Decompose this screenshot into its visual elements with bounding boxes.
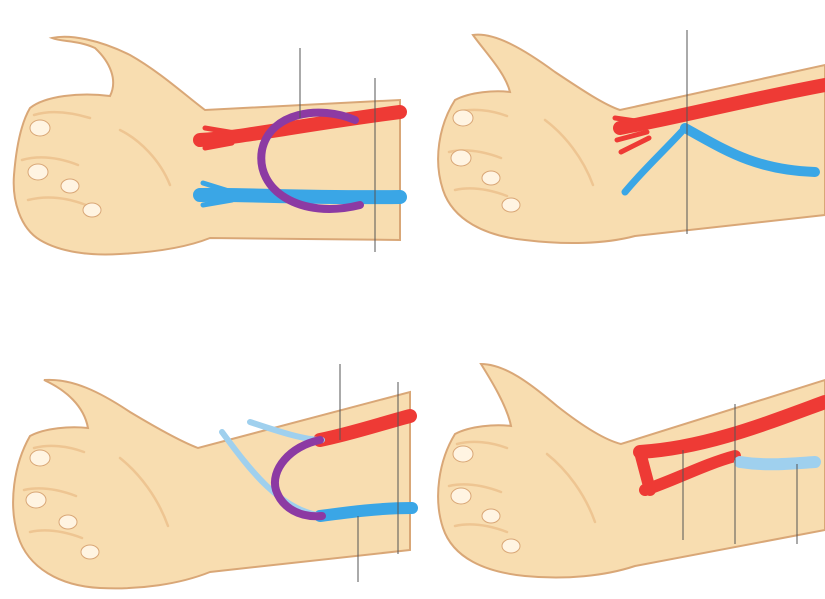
panel-end-to-side-fistula	[438, 364, 825, 578]
hand-3	[13, 380, 410, 589]
panel-side-to-side-fistula	[438, 30, 825, 243]
arterialized-vein-4	[740, 462, 815, 464]
panel-straight-graft-loop	[13, 364, 412, 588]
panel-loop-graft	[14, 37, 400, 255]
hand-2	[438, 35, 825, 243]
hand-4	[438, 364, 825, 578]
